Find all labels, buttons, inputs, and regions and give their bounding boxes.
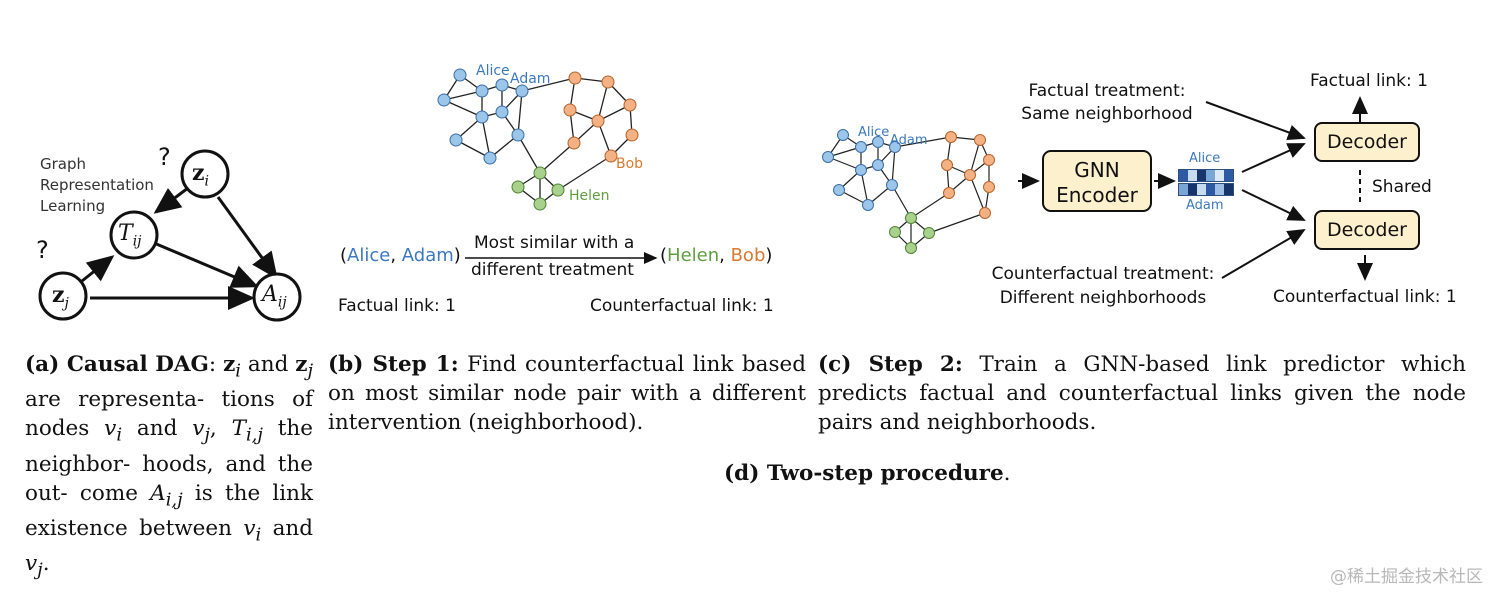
arrow-most-similar [465, 252, 658, 264]
causal-dag [38, 149, 302, 322]
caption-b-label: (b) Step 1: [328, 352, 459, 377]
node-zj [38, 271, 88, 321]
shared-label: Shared [1372, 177, 1432, 197]
graph-c [822, 129, 995, 254]
caption-a: (a) Causal DAG: zi and zj are representa… [25, 352, 314, 581]
pair-helen-bob: (Helen, Bob) [660, 245, 773, 266]
caption-b: (b) Step 1: Find counterfactual link bas… [328, 350, 806, 437]
graph-c-alice: Alice [858, 125, 890, 140]
node-zi [180, 149, 230, 199]
node-aij [252, 272, 302, 322]
pipeline-arrows [1018, 96, 1373, 281]
gnn-line2: Encoder [1056, 183, 1138, 207]
edge-zi-tij [153, 186, 189, 214]
graph-b-bob: Bob [616, 156, 644, 172]
graph-b-helen: Helen [569, 188, 610, 204]
graph-c-adam: Adam [890, 133, 928, 148]
graph-label-line3: Learning [40, 197, 106, 215]
embedding-alice [1178, 169, 1234, 182]
node-tij-label: Tij [118, 221, 142, 250]
pair-bob: Bob [730, 245, 766, 266]
panel-b-factual-link: Factual link: 1 [338, 296, 456, 316]
counterfactual-treatment-line1: Counterfactual treatment: [991, 264, 1215, 284]
embedding-alice-label: Alice [1189, 151, 1221, 166]
embedding-adam-label: Adam [1186, 198, 1224, 213]
counterfactual-treatment-line2: Different neighborhoods [999, 288, 1207, 308]
caption-a-label: (a) Causal DAG [25, 352, 209, 377]
counterfactual-treatment-label: Counterfactual treatment: Different neig… [986, 262, 1220, 310]
arrow-label-line2: different treatment [471, 260, 634, 280]
graph-b-alice: Alice [476, 63, 510, 79]
pair-alice-adam: (Alice, Adam) [340, 245, 461, 266]
decoder-top-box: Decoder [1314, 122, 1420, 162]
edge-zj-tij [81, 255, 115, 283]
graph-b-adam: Adam [510, 71, 551, 87]
caption-c: (c) Step 2: Train a GNN-based link predi… [818, 350, 1466, 437]
panel-c-factual-link: Factual link: 1 [1310, 71, 1428, 91]
arrow-label-line1: Most similar with a [474, 233, 635, 253]
factual-treatment-line2: Same neighborhood [1021, 104, 1193, 124]
caption-b-text: Find counterfactual link based on most s… [328, 352, 806, 435]
caption-c-text: Train a GNN-based link predictor which p… [818, 352, 1466, 435]
caption-d: (d) Two-step procedure. [724, 461, 1011, 486]
decoder-bottom-box: Decoder [1314, 210, 1420, 250]
node-zj-label: zj [52, 282, 69, 312]
factual-treatment-line1: Factual treatment: [1028, 81, 1186, 101]
pair-alice: Alice [347, 245, 391, 266]
graph-label-line1: Graph [40, 155, 87, 173]
node-tij [109, 210, 159, 260]
graph-label-line2: Representation [40, 176, 154, 194]
question-mark-zj: ? [36, 236, 49, 264]
panel-c-counterfactual-link: Counterfactual link: 1 [1273, 287, 1457, 307]
edge-zi-aij [216, 196, 278, 280]
factual-treatment-label: Factual treatment: Same neighborhood [1016, 80, 1198, 126]
pair-helen: Helen [667, 245, 720, 266]
question-mark-zi: ? [158, 143, 171, 171]
node-zi-label: zi [192, 160, 209, 190]
watermark: @稀土掘金技术社区 [1330, 567, 1483, 587]
edge-tij-aij [153, 241, 259, 288]
caption-c-label: (c) Step 2: [818, 352, 963, 377]
caption-d-label: (d) Two-step procedure [724, 461, 1004, 486]
embedding-adam [1178, 183, 1234, 196]
graph-representation-label: Graph Representation Learning [40, 154, 154, 217]
gnn-encoder-box: GNN Encoder [1042, 150, 1152, 212]
node-aij-label: Aij [262, 282, 287, 311]
graph-b [437, 68, 639, 211]
pair-adam: Adam [401, 245, 454, 266]
gnn-line1: GNN [1074, 158, 1120, 182]
panel-b-counterfactual-link: Counterfactual link: 1 [590, 296, 774, 316]
